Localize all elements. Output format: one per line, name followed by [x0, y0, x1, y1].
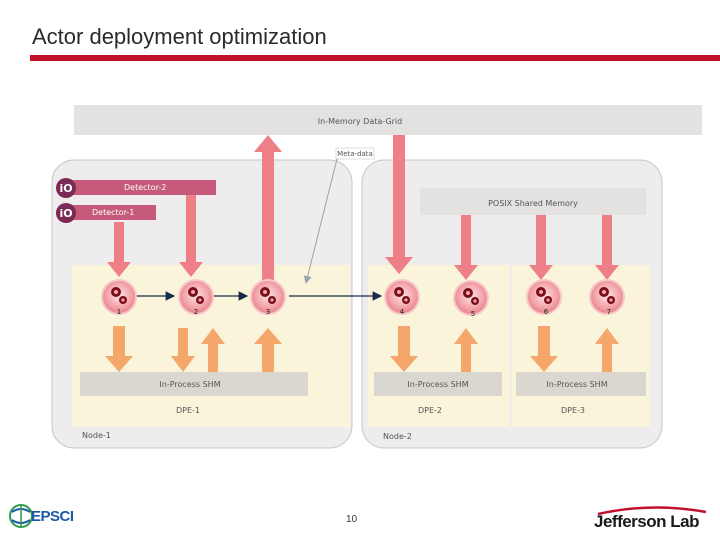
input-arrow-1 — [107, 222, 131, 277]
detector-1-label: Detector-1 — [92, 208, 134, 217]
detector-1-icon — [56, 203, 76, 223]
shm-arrow-2b — [201, 328, 225, 372]
shm-arrow-3 — [254, 328, 282, 372]
in-process-shm-2-label: In-Process SHM — [407, 380, 468, 389]
actor-4-number: 4 — [400, 308, 405, 316]
in-process-shm-3-label: In-Process SHM — [546, 380, 607, 389]
page-number: 10 — [346, 514, 358, 525]
shm-arrow-4 — [390, 326, 418, 372]
shm-arrow-2a — [171, 328, 195, 372]
posix-shm-label: POSIX Shared Memory — [488, 199, 578, 208]
gear-icon — [599, 287, 615, 304]
dpe-3-label: DPE-3 — [561, 406, 585, 415]
detector-2-icon — [56, 178, 76, 198]
detector-2-bar — [72, 180, 216, 195]
shm-arrow-7 — [595, 328, 619, 372]
actor-4[interactable]: 4 — [384, 279, 420, 316]
actor-5[interactable]: 5 — [453, 280, 489, 318]
actor-6-number: 6 — [544, 308, 549, 316]
node-1-label: Node-1 — [82, 431, 111, 440]
shm-arrow-6 — [530, 326, 558, 372]
in-process-shm-3 — [516, 372, 646, 396]
data-grid-bar — [74, 105, 702, 135]
shm-arrows — [105, 326, 619, 372]
shm-arrow-1 — [105, 326, 133, 372]
input-arrow-7 — [595, 215, 619, 280]
metadata-box — [335, 147, 375, 160]
epsci-logo-icon — [9, 504, 33, 528]
data-grid-label: In-Memory Data-Grid — [318, 117, 402, 126]
shm-arrow-5 — [454, 328, 478, 372]
gear-icon — [536, 287, 552, 304]
actor-1[interactable]: 1 — [101, 279, 137, 316]
epsci-logo-text: EPSCI — [31, 508, 74, 525]
jefferson-lab-swoosh-icon — [597, 506, 707, 516]
input-arrow-6 — [529, 215, 553, 280]
actor-6[interactable]: 6 — [526, 279, 562, 316]
actor-3[interactable]: 3 — [250, 279, 286, 316]
dpe-1-label: DPE-1 — [176, 406, 200, 415]
gear-icon — [188, 287, 204, 304]
posix-shm-bar — [420, 188, 646, 215]
actor-3-number: 3 — [266, 308, 270, 316]
page-title: Actor deployment optimization — [32, 24, 327, 49]
detector-1-icon-glyph: iO — [59, 207, 72, 220]
detector-2-icon-glyph: iO — [59, 182, 72, 195]
gear-icon — [394, 287, 410, 304]
in-process-shm-1-label: In-Process SHM — [159, 380, 220, 389]
metadata-arrow — [303, 158, 338, 284]
gear-icon — [260, 287, 276, 304]
output-arrow-3 — [254, 135, 282, 285]
in-process-shm-2 — [374, 372, 502, 396]
actor-1-number: 1 — [117, 308, 121, 316]
node-2-label: Node-2 — [383, 432, 412, 441]
input-arrow-4 — [385, 135, 413, 274]
metadata-label: Meta-data — [337, 150, 373, 158]
actor-7[interactable]: 7 — [589, 279, 625, 316]
jefferson-lab-logo: Jefferson Lab — [594, 512, 699, 531]
input-arrow-5 — [454, 215, 478, 280]
input-arrows — [107, 135, 619, 280]
dpe-2-label: DPE-2 — [418, 406, 442, 415]
actor-7-number: 7 — [607, 308, 611, 316]
title-rule — [30, 55, 720, 61]
input-arrow-2 — [179, 195, 203, 277]
actor-2[interactable]: 2 — [178, 279, 214, 316]
gear-icon — [111, 287, 127, 304]
gear-icon — [463, 288, 479, 305]
detector-1-bar — [72, 205, 156, 220]
actor-5-number: 5 — [471, 310, 475, 318]
actor-2-number: 2 — [194, 308, 198, 316]
in-process-shm-1 — [80, 372, 308, 396]
detector-2-label: Detector-2 — [124, 183, 166, 192]
